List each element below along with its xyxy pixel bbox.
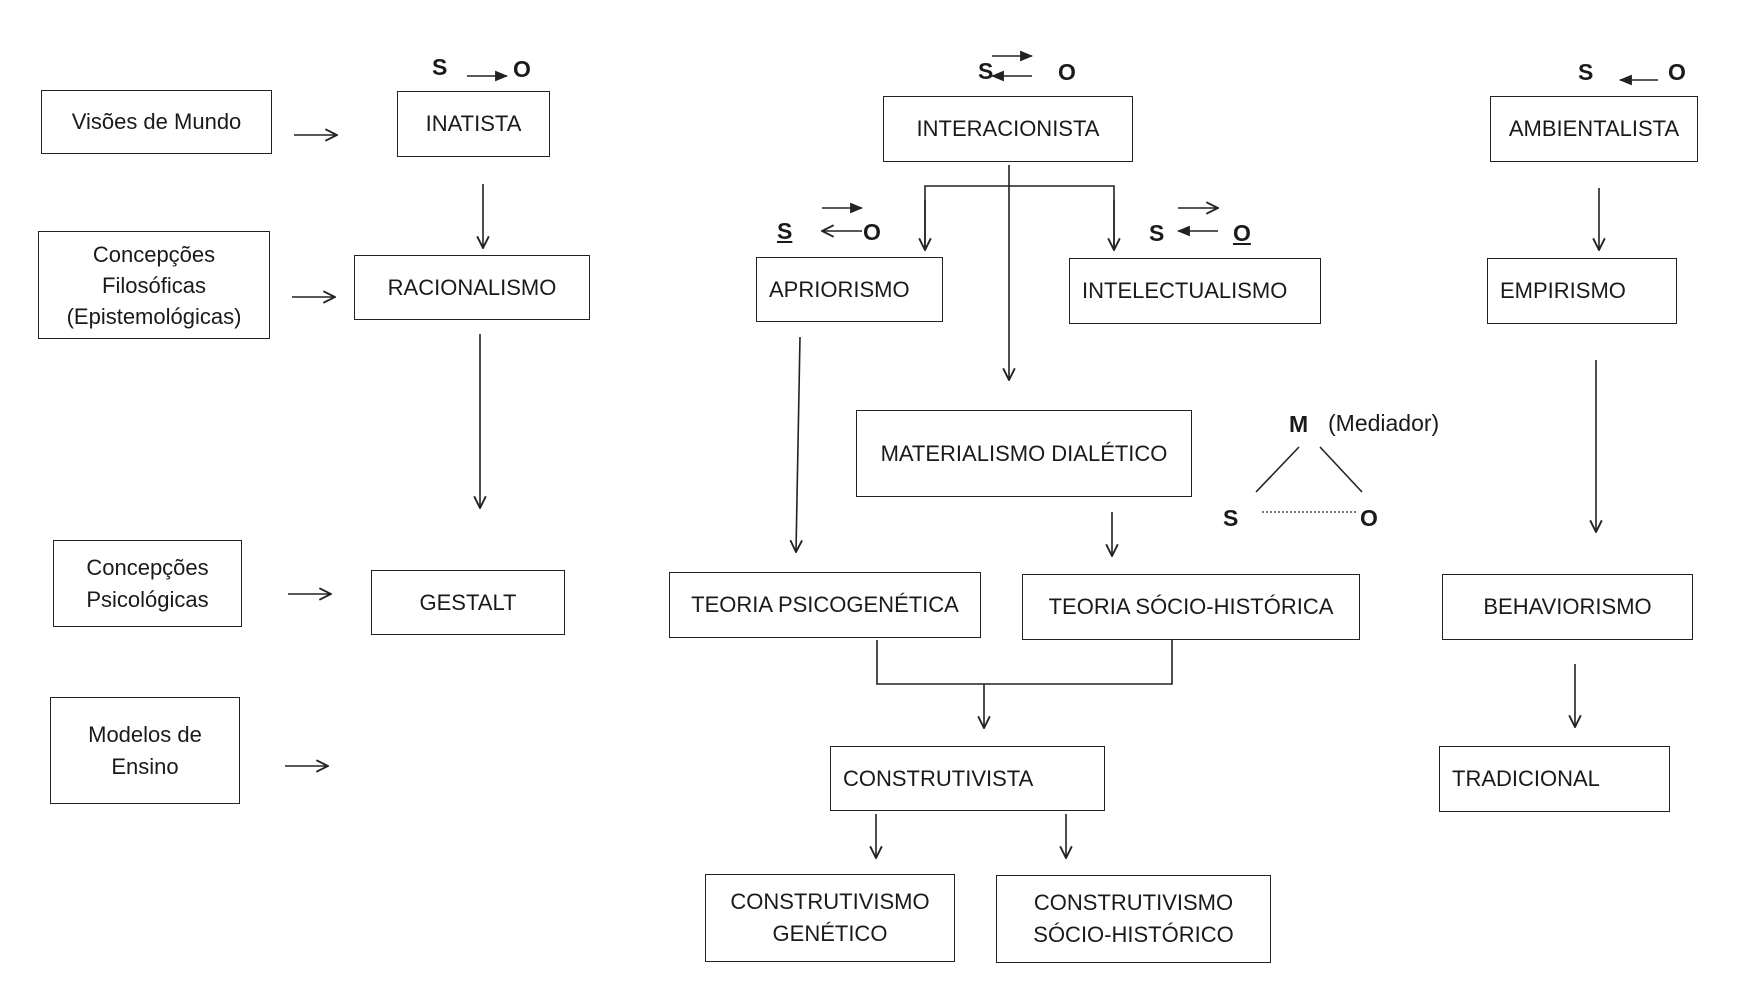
node-materialismo-dialetico: MATERIALISMO DIALÉTICO [856, 410, 1192, 497]
connector-theories-merge [876, 640, 1173, 685]
node-teoria-socio-historica: TEORIA SÓCIO-HISTÓRICA [1022, 574, 1360, 640]
rel-inter-subject: S [978, 58, 994, 84]
node-racionalismo: RACIONALISMO [354, 255, 590, 320]
node-intelectualismo: INTELECTUALISMO [1069, 258, 1321, 324]
mediator-line-right [1319, 446, 1363, 493]
node-gestalt: GESTALT [371, 570, 565, 635]
mediator-s: S [1223, 505, 1239, 531]
node-construtivista: CONSTRUTIVISTA [830, 746, 1105, 811]
mediator-line-left [1255, 446, 1300, 493]
node-construtivismo-genetico: CONSTRUTIVISMO GENÉTICO [705, 874, 955, 962]
rel-ambientalista-object: O [1668, 59, 1686, 85]
rel-apriorismo-subject: S [777, 218, 793, 244]
mediator-label: (Mediador) [1328, 410, 1440, 436]
node-behaviorismo: BEHAVIORISMO [1442, 574, 1693, 640]
rel-intelectualismo-subject: S [1149, 220, 1165, 246]
mediator-o: O [1360, 505, 1378, 531]
connector-interacionista-branches [924, 185, 1115, 250]
node-interacionista: INTERACIONISTA [883, 96, 1133, 162]
node-construtivismo-socio-historico: CONSTRUTIVISMO SÓCIO-HISTÓRICO [996, 875, 1271, 963]
row-concepcoes-psicologicas: Concepções Psicológicas [53, 540, 242, 627]
rel-ambientalista-subject: S [1578, 59, 1594, 85]
rel-inatista-subject: S [432, 54, 448, 80]
node-tradicional: TRADICIONAL [1439, 746, 1670, 812]
row-modelos-de-ensino: Modelos de Ensino [50, 697, 240, 804]
node-apriorismo: APRIORISMO [756, 257, 943, 322]
mediator-m: M [1289, 411, 1309, 437]
arrow-apriorismo-psicogenetica [796, 336, 800, 552]
node-teoria-psicogenetica: TEORIA PSICOGENÉTICA [669, 572, 981, 638]
rel-apriorismo-object: O [863, 219, 881, 245]
row-visoes-de-mundo: Visões de Mundo [41, 90, 272, 154]
node-empirismo: EMPIRISMO [1487, 258, 1677, 324]
rel-inatista-object: O [513, 56, 531, 82]
row-concepcoes-filosoficas: Concepções Filosóficas (Epistemológicas) [38, 231, 270, 339]
rel-inter-object: O [1058, 59, 1076, 85]
node-inatista: INATISTA [397, 91, 550, 157]
node-ambientalista: AMBIENTALISTA [1490, 96, 1698, 162]
rel-intelectualismo-object: O [1233, 220, 1251, 246]
